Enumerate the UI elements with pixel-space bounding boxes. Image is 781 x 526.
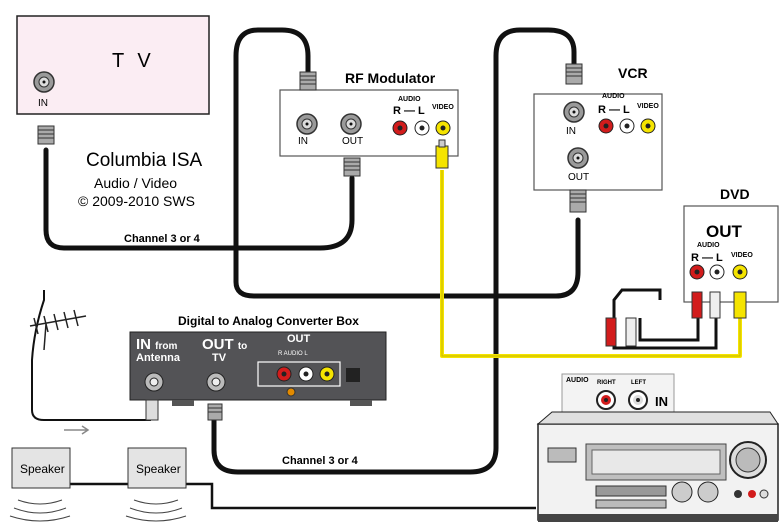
tv-in-label: IN (38, 98, 48, 109)
rca-plugs-receiver-icon (605, 317, 637, 347)
coax-plug-icon (207, 403, 223, 421)
rf-out-label: OUT (342, 136, 364, 147)
dvd-rl-label: R — L (691, 252, 723, 264)
arrow-icon (64, 425, 90, 435)
dvd-audio-jacks-icon (689, 264, 748, 280)
vcr-out-jack-icon (567, 147, 589, 169)
receiver-audio-label: AUDIO (566, 377, 589, 384)
vcr-title: VCR (618, 65, 648, 81)
converter-power-port (346, 368, 360, 382)
dvd-body (683, 205, 779, 303)
credit-title: Columbia ISA (86, 150, 203, 171)
dvd-video-label: VIDEO (731, 252, 753, 259)
converter-rca-jacks-icon (276, 366, 335, 382)
rf-modulator-title: RF Modulator (345, 70, 436, 86)
speaker-2-label: Speaker (136, 462, 181, 476)
converter-title: Digital to Analog Converter Box (178, 314, 359, 328)
converter-antenna-label: Antenna (136, 352, 180, 364)
credit-subtitle: Audio / Video (94, 175, 178, 191)
receiver-right-jack-icon (596, 390, 616, 410)
rf-in-label: IN (298, 136, 308, 147)
channel-label-upper: Channel 3 or 4 (124, 233, 200, 245)
vcr-out-label: OUT (568, 172, 590, 183)
dvd-audio-label: AUDIO (697, 242, 720, 249)
converter-in-jack-icon (144, 372, 164, 392)
coax-cable-tv-to-rf (43, 147, 355, 251)
dvd-out-label: OUT (706, 222, 742, 241)
rca-plug-yellow-icon (435, 139, 449, 169)
audio-cable-left (612, 288, 718, 350)
converter-tv-label: TV (212, 352, 227, 364)
tv-in-jack-icon (33, 71, 55, 93)
vcr-video-label: VIDEO (637, 103, 659, 110)
channel-label-lower: Channel 3 or 4 (282, 455, 358, 467)
rf-video-label: VIDEO (432, 104, 454, 111)
receiver-left-label: LEFT (631, 380, 646, 386)
vcr-audio-label: AUDIO (602, 93, 625, 100)
coax-plug-icon (569, 189, 587, 213)
dvd-title: DVD (720, 186, 750, 202)
antenna-lead-cable (31, 290, 153, 421)
vcr-in-label: IN (566, 126, 576, 137)
tv-body (16, 15, 210, 115)
vcr-body (533, 93, 663, 191)
converter-out-group-label: OUT (287, 333, 311, 345)
rf-rl-label: R — L (393, 105, 425, 117)
speaker-1-label: Speaker (20, 462, 65, 476)
audio-cable-right (638, 318, 700, 342)
credit-copyright: © 2009-2010 SWS (78, 193, 195, 209)
antenna-icon (29, 309, 87, 351)
receiver-left-jack-icon (628, 390, 648, 410)
coax-plug-icon (565, 63, 583, 85)
rf-audio-jacks-icon (392, 120, 451, 136)
receiver-in-label: IN (655, 394, 668, 409)
rf-out-jack-icon (340, 113, 362, 135)
vcr-rl-label: R — L (598, 104, 630, 116)
coax-plug-icon (343, 157, 361, 177)
vcr-audio-jacks-icon (598, 118, 656, 134)
speaker-wire (60, 482, 536, 510)
speaker-2-box (127, 447, 187, 489)
coax-plug-icon (145, 399, 159, 421)
vcr-in-jack-icon (563, 101, 585, 123)
converter-out-label: OUT to (202, 336, 248, 353)
coax-cable-rf-in-to-vcr-out (233, 27, 581, 299)
converter-in-label: IN from (136, 336, 178, 353)
coax-plug-icon (37, 125, 55, 145)
speaker-1-box (11, 447, 71, 489)
coax-cable-vcr-in-to-converter (211, 27, 577, 475)
converter-out-jack-icon (206, 372, 226, 392)
converter-small-print: R AUDIO L (278, 351, 308, 357)
receiver-body (536, 411, 779, 522)
rca-plugs-dvd-icon (691, 291, 747, 319)
coax-plug-icon (299, 71, 317, 91)
sound-waves-icon (9, 499, 187, 522)
tv-title: T V (112, 50, 155, 72)
rf-in-jack-icon (296, 113, 318, 135)
rf-audio-label: AUDIO (398, 96, 421, 103)
receiver-right-label: RIGHT (597, 380, 616, 386)
